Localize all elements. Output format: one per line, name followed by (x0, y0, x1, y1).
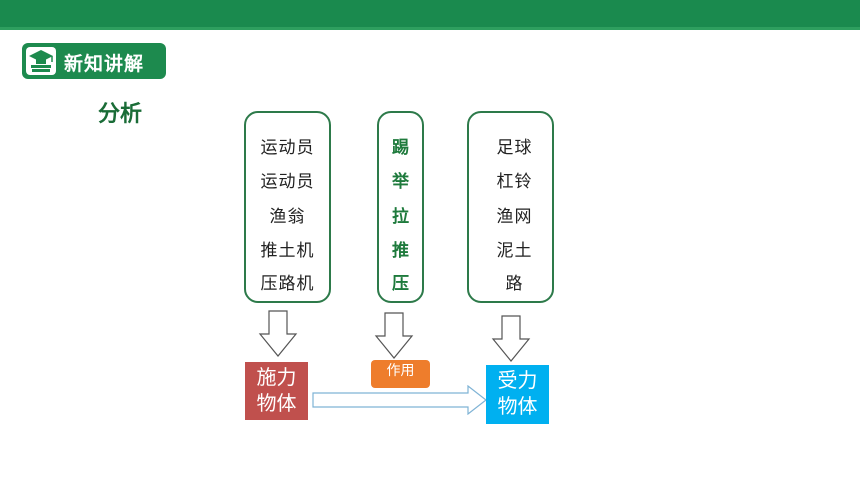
receiving-object-line1: 受力 (497, 368, 538, 392)
verb-item: 踢 (392, 138, 409, 158)
agent-item: 压路机 (260, 274, 315, 294)
analysis-heading: 分析 (98, 102, 143, 127)
down-arrow-icon (374, 312, 414, 359)
receiver-item: 渔网 (496, 207, 533, 227)
verb-item: 举 (392, 172, 409, 192)
agent-item: 推土机 (260, 241, 315, 261)
verb-item: 压 (392, 274, 409, 294)
receiver-item: 杠铃 (496, 172, 533, 192)
applying-object-line2: 物体 (256, 391, 297, 415)
receiver-item: 路 (505, 274, 524, 294)
verbs-box: 踢 举 拉 推 压 (377, 111, 424, 303)
section-badge-label: 新知讲解 (64, 53, 145, 75)
receiver-item: 泥土 (496, 241, 533, 261)
action-tag: 作用 (371, 360, 430, 388)
verb-item: 拉 (392, 207, 409, 227)
agent-item: 渔翁 (269, 207, 306, 227)
receiving-object-box: 受力 物体 (486, 365, 549, 424)
top-bar-accent-line (0, 27, 860, 30)
agent-item: 运动员 (260, 138, 315, 158)
top-bar (0, 0, 860, 27)
right-arrow-icon (312, 385, 487, 415)
down-arrow-icon (491, 315, 531, 362)
applying-object-line1: 施力 (256, 365, 297, 389)
receiving-object-line2: 物体 (497, 394, 538, 418)
down-arrow-icon (258, 310, 298, 357)
applying-object-box: 施力 物体 (245, 362, 308, 420)
receivers-box: 足球 杠铃 渔网 泥土 路 (467, 111, 554, 303)
section-badge: 新知讲解 (22, 43, 166, 79)
graduation-cap-on-books-icon (26, 47, 56, 75)
agent-item: 运动员 (260, 172, 315, 192)
agents-box: 运动员 运动员 渔翁 推土机 压路机 (244, 111, 331, 303)
verb-item: 推 (392, 241, 409, 261)
receiver-item: 足球 (496, 138, 533, 158)
